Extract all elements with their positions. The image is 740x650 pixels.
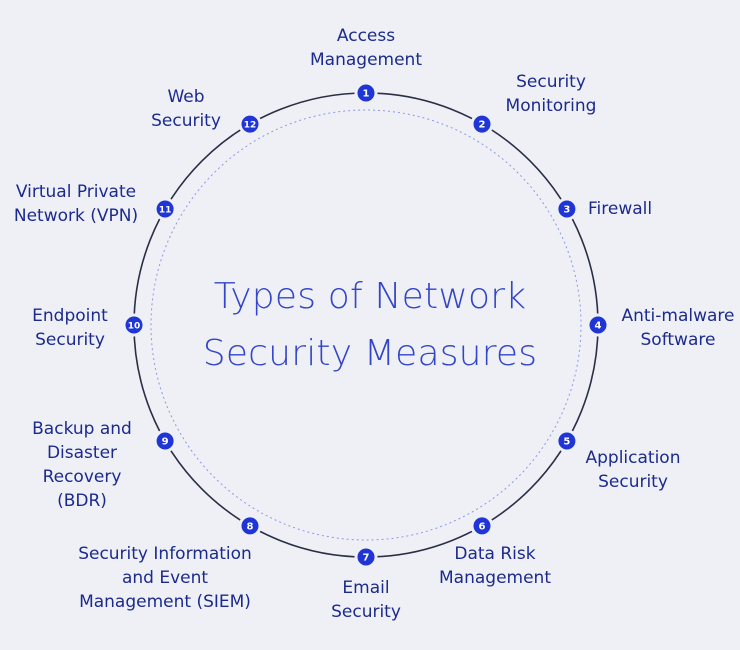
node-badge-circle <box>586 313 610 337</box>
outer-circle <box>133 92 599 558</box>
node-badge-number: 12 <box>244 121 257 131</box>
node-label-11: Virtual Private Network (VPN) <box>13 182 139 226</box>
node-badge-circle <box>153 197 177 221</box>
node-badge-number: 9 <box>162 437 169 448</box>
node-badge-2: 2 <box>470 112 494 136</box>
node-badge-number: 1 <box>363 89 370 100</box>
node-badge-number: 4 <box>595 321 602 332</box>
node-badge-number: 11 <box>159 206 172 216</box>
node-badge-circle <box>354 545 378 569</box>
node-badge-number: 6 <box>479 521 486 532</box>
node-badge-circle <box>555 429 579 453</box>
node-badge-circle <box>470 112 494 136</box>
node-badge-11: 11 <box>153 197 177 221</box>
node-label-10: Endpoint Security <box>32 306 108 350</box>
node-badge-9: 9 <box>153 429 177 453</box>
node-badge-circle <box>153 429 177 453</box>
node-badge-number: 8 <box>247 521 254 532</box>
node-badge-circle <box>555 197 579 221</box>
node-badge-circle <box>470 514 494 538</box>
node-badge-5: 5 <box>555 429 579 453</box>
node-label-4: Anti-malware Software <box>621 306 735 350</box>
node-label-12: Web Security <box>151 87 221 131</box>
node-badge-4: 4 <box>586 313 610 337</box>
node-label-7: Email Security <box>331 578 401 622</box>
node-badge-6: 6 <box>470 514 494 538</box>
diagram-title-line-2: Security Measures <box>202 333 538 374</box>
node-badge-number: 2 <box>479 120 486 131</box>
node-badge-circle <box>122 313 146 337</box>
node-badge-number: 5 <box>563 437 570 448</box>
diagram-title-line-1: Types of Network <box>213 276 527 317</box>
node-badge-8: 8 <box>238 514 262 538</box>
node-label-8: Security Information and Event Managemen… <box>78 544 252 612</box>
node-badge-10: 10 <box>122 313 146 337</box>
node-badge-7: 7 <box>354 545 378 569</box>
node-badge-number: 7 <box>363 553 370 564</box>
node-badge-number: 10 <box>128 322 141 332</box>
node-label-5: Application Security <box>585 448 681 492</box>
node-badge-circle <box>238 112 262 136</box>
node-badge-number: 3 <box>563 205 570 216</box>
node-badge-circle <box>238 514 262 538</box>
node-label-1: Access Management <box>310 26 422 70</box>
node-label-9: Backup and Disaster Recovery (BDR) <box>32 419 132 511</box>
node-badge-3: 3 <box>555 197 579 221</box>
node-label-3: Firewall <box>588 199 653 219</box>
node-badge-1: 1 <box>354 81 378 105</box>
node-badge-12: 12 <box>238 112 262 136</box>
node-label-2: Security Monitoring <box>505 72 597 116</box>
node-badge-circle <box>354 81 378 105</box>
inner-dashed-circle <box>150 109 582 541</box>
node-label-6: Data Risk Management <box>439 544 551 588</box>
